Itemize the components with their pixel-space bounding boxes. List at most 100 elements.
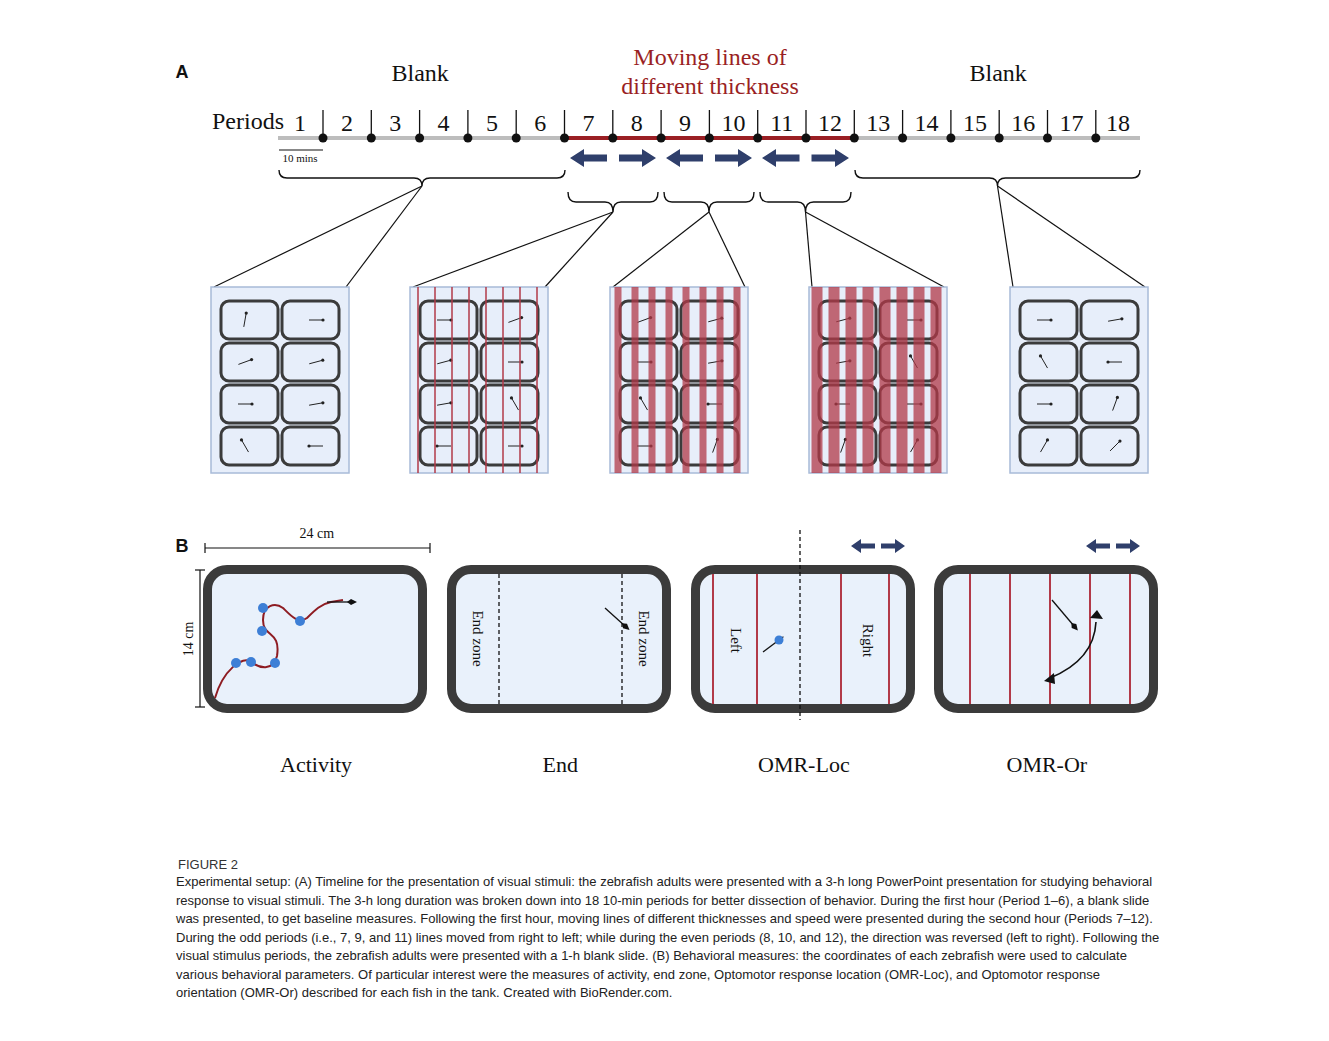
period-dot	[319, 134, 328, 143]
fish	[437, 360, 451, 364]
moving-line	[1049, 574, 1051, 704]
period-number: 16	[1011, 110, 1035, 137]
direction-arrow	[812, 149, 850, 167]
period-number: 13	[866, 110, 890, 137]
fish	[841, 439, 846, 452]
fish-head	[250, 402, 253, 405]
fish	[437, 320, 451, 321]
moving-line	[812, 287, 823, 473]
moving-line	[434, 287, 436, 473]
moving-line	[536, 287, 538, 473]
fish-head	[1120, 317, 1123, 320]
baseline-brace	[279, 170, 565, 186]
fish	[1037, 404, 1051, 405]
moving-line	[931, 287, 942, 473]
moving-line	[863, 287, 874, 473]
mini-tank	[1081, 343, 1138, 381]
tank-node: LeftRightOMR-Loc	[691, 560, 917, 785]
mini-tank	[1020, 385, 1077, 423]
screen-panel	[410, 287, 548, 473]
stimulus-brace	[568, 192, 658, 212]
fish	[1037, 320, 1051, 321]
mini-tank	[282, 343, 339, 381]
fish	[437, 403, 451, 405]
direction-arrow	[619, 149, 656, 167]
fish-head	[307, 444, 310, 447]
stimulus-heading: Moving lines of different thickness	[603, 43, 818, 101]
swim-path	[215, 600, 343, 698]
dimension-line	[199, 570, 200, 707]
mini-tank	[1081, 385, 1138, 423]
fish	[1041, 356, 1048, 368]
mini-tank	[221, 427, 278, 465]
fish-head	[321, 401, 324, 404]
moving-line	[666, 287, 673, 473]
fish-head	[1116, 396, 1119, 399]
position-point	[257, 626, 267, 636]
moving-line	[700, 287, 707, 473]
mini-tank	[1081, 427, 1138, 465]
direction-arrow	[1116, 539, 1140, 553]
midline	[799, 530, 800, 720]
scale-label: 10 mins	[283, 152, 318, 164]
mini-tank	[481, 385, 538, 423]
measure-name: Activity	[280, 752, 352, 778]
panel-letter: B	[176, 536, 189, 557]
mini-tank	[481, 301, 538, 339]
moving-line	[840, 574, 842, 704]
dimension-tick	[195, 569, 205, 570]
fish	[1113, 397, 1118, 410]
period-number: 5	[486, 110, 498, 137]
period-number: 18	[1106, 110, 1130, 137]
zone-label: End zone	[635, 610, 652, 666]
period-dot	[608, 134, 617, 143]
period-dot	[802, 134, 811, 143]
fish	[1041, 440, 1048, 452]
position-point	[258, 603, 268, 613]
fish-head	[245, 312, 248, 315]
direction-arrow	[1086, 539, 1110, 553]
leader-line	[545, 212, 613, 287]
fish	[309, 320, 323, 321]
direction-arrow	[570, 149, 607, 167]
moving-line	[888, 574, 890, 704]
leader-line	[346, 186, 422, 287]
period-dot	[367, 134, 376, 143]
leader-line	[709, 212, 745, 287]
period-number: 2	[341, 110, 353, 137]
fish-head	[250, 358, 253, 361]
fish-head	[1106, 360, 1109, 363]
tank-outline	[203, 565, 427, 713]
tank-outline	[934, 565, 1158, 713]
fish	[1108, 362, 1122, 363]
fish-head	[1046, 438, 1049, 441]
arrowhead	[1090, 610, 1103, 619]
screen-panel	[1010, 287, 1148, 473]
recovery-brace	[855, 170, 1140, 186]
screen-panel	[211, 287, 349, 473]
position-point	[246, 657, 256, 667]
fish	[641, 398, 648, 410]
period-dot	[946, 134, 955, 143]
direction-arrow	[762, 149, 800, 167]
tank-illustration	[934, 560, 1160, 720]
side-label: Right	[859, 623, 876, 656]
period-dot	[1091, 134, 1100, 143]
dimension-label: 24 cm	[300, 526, 335, 542]
moving-line	[1009, 574, 1011, 704]
mini-tank	[481, 427, 538, 465]
moving-line	[829, 287, 840, 473]
period-heading: Blank	[392, 60, 449, 87]
tank-node: OMR-Or	[934, 560, 1160, 785]
rotation-arc	[1050, 622, 1096, 678]
zone-boundary	[621, 574, 622, 704]
fish-head	[639, 396, 642, 399]
fish	[242, 440, 249, 452]
fish	[309, 360, 323, 364]
period-number: 8	[631, 110, 643, 137]
moving-line	[615, 287, 622, 473]
figure-caption: Experimental setup: (A) Timeline for the…	[176, 873, 1161, 1003]
moving-line	[485, 287, 487, 473]
period-dot	[657, 134, 666, 143]
leader-line	[806, 212, 813, 287]
